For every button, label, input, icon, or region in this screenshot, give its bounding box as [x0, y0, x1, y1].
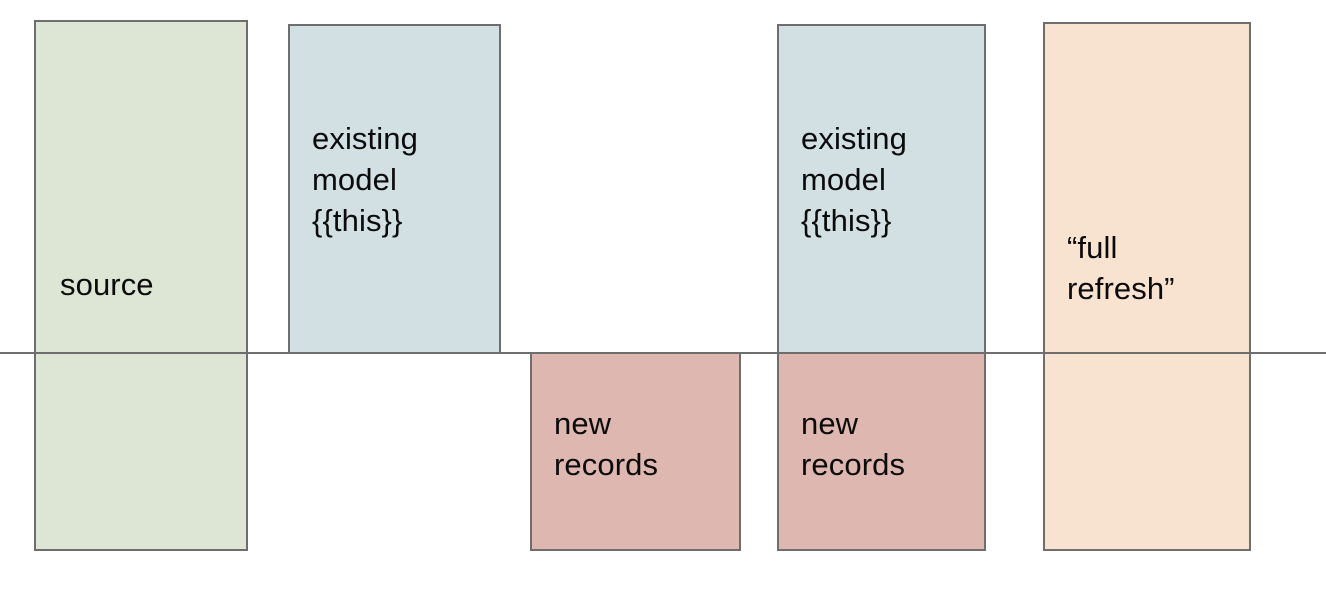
box-source[interactable]: source: [34, 20, 248, 551]
baseline-segment-over-source: [34, 352, 248, 354]
box-existing-model-2-label: existing model {{this}}: [801, 121, 907, 238]
box-full-refresh-label: “full refresh”: [1067, 230, 1175, 306]
box-existing-model-1-label: existing model {{this}}: [312, 121, 418, 238]
box-existing-model-2[interactable]: existing model {{this}}: [777, 24, 986, 354]
box-existing-model-1[interactable]: existing model {{this}}: [288, 24, 501, 354]
box-new-records-1[interactable]: new records: [530, 352, 741, 551]
box-new-records-2-label: new records: [801, 406, 906, 482]
box-source-label: source: [60, 267, 154, 303]
box-new-records-1-label: new records: [554, 406, 659, 482]
box-full-refresh[interactable]: “full refresh”: [1043, 22, 1251, 551]
box-new-records-2[interactable]: new records: [777, 352, 986, 551]
baseline-segment-over-full-refresh: [1043, 352, 1251, 354]
